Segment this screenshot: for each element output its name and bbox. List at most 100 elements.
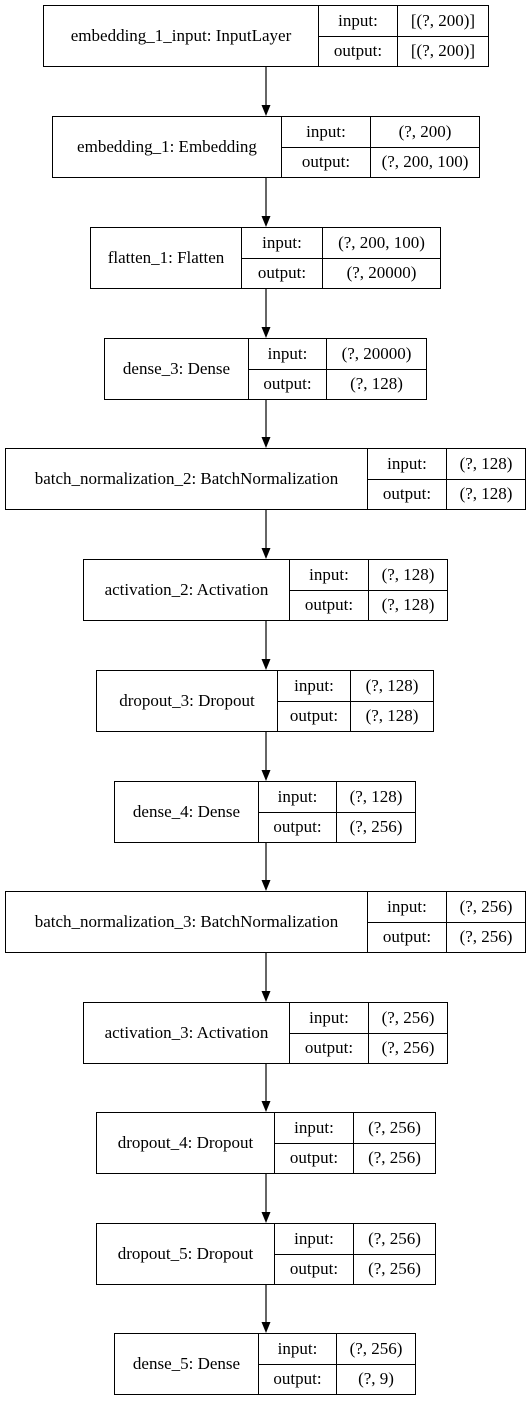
input-row: input:(?, 128) — [278, 671, 433, 701]
layer-name: dropout_4: Dropout — [97, 1113, 275, 1173]
output-shape: (?, 256) — [459, 927, 513, 947]
input-shape: (?, 128) — [459, 453, 513, 473]
input-shape: (?, 200, 100) — [338, 232, 425, 252]
input-shape: (?, 256) — [368, 1117, 421, 1137]
input-row: input: (?, 256) — [259, 1334, 415, 1364]
output-label: output: — [278, 701, 351, 731]
output-label: output: — [275, 1143, 354, 1173]
input-row: input: (?, 128) — [290, 560, 447, 590]
output-label: output: — [259, 1364, 337, 1394]
input-shape: (?, 20000) — [341, 343, 412, 363]
input-row: input:(?, 128) — [259, 782, 415, 812]
edge-arrowhead — [261, 880, 271, 891]
edge-arrowhead — [261, 437, 271, 448]
output-label: output: — [290, 590, 369, 620]
input-row: input: (?, 128) — [368, 449, 525, 479]
input-shape: [(?, 200)] — [410, 10, 476, 30]
output-shape: (?, 20000) — [346, 263, 417, 283]
output-shape: (?, 256) — [368, 1259, 421, 1279]
input-shape: (?, 128) — [381, 564, 435, 584]
input-label: input: — [275, 1224, 354, 1254]
output-label: output: — [249, 369, 327, 399]
output-row: output: (?, 128) — [249, 368, 426, 399]
input-label: input: — [282, 117, 371, 147]
layer-name: activation_2: Activation — [84, 560, 290, 620]
input-label: input: — [278, 671, 351, 701]
output-label: output: — [368, 922, 447, 952]
edge-arrowhead — [261, 991, 271, 1002]
layer-name: activation_3: Activation — [84, 1003, 290, 1063]
output-row: output: (?, 128) — [278, 700, 433, 731]
input-row: input: (?, 200, 100) — [242, 228, 440, 258]
output-shape: (?, 200, 100) — [381, 152, 469, 172]
output-shape: (?, 128) — [381, 595, 435, 615]
output-shape: (?, 128) — [350, 374, 403, 394]
output-label: output: — [259, 812, 337, 842]
input-shape: (?, 256) — [349, 1338, 403, 1358]
input-label: input: — [319, 6, 398, 36]
layer-name: batch_normalization_3: BatchNormalizatio… — [6, 892, 368, 952]
edge-arrowhead — [261, 1212, 271, 1223]
input-row: input: (?, 256) — [275, 1224, 435, 1254]
edge-arrowhead — [261, 105, 271, 116]
input-label: input: — [242, 228, 323, 258]
edge-arrowhead — [261, 548, 271, 559]
output-row: output:(?, 20000) — [242, 257, 440, 288]
input-label: input: — [368, 892, 447, 922]
output-row: output: (?, 256) — [275, 1142, 435, 1173]
input-label: input: — [259, 1334, 337, 1364]
input-label: input: — [249, 339, 327, 369]
output-shape: (?, 128) — [365, 706, 419, 726]
input-row: input:(?, 256) — [368, 892, 525, 922]
output-shape: (?, 256) — [349, 817, 403, 837]
layer-node: batch_normalization_2: BatchNormalizatio… — [5, 448, 526, 510]
output-row: output: (?, 128) — [290, 589, 447, 620]
output-label: output: — [282, 147, 371, 177]
edge-arrowhead — [261, 770, 271, 781]
edge-arrowhead — [261, 1101, 271, 1112]
layer-name: dense_3: Dense — [105, 339, 249, 399]
output-shape: (?, 256) — [381, 1038, 435, 1058]
output-row: output: [(?, 200)] — [319, 35, 488, 66]
output-shape: [(?, 200)] — [410, 41, 476, 61]
input-label: input: — [275, 1113, 354, 1143]
layer-name: flatten_1: Flatten — [91, 228, 242, 288]
layer-name: dense_4: Dense — [115, 782, 259, 842]
output-label: output: — [319, 36, 398, 66]
output-label: output: — [368, 479, 447, 509]
edge-arrowhead — [261, 327, 271, 338]
input-shape: (?, 256) — [368, 1228, 421, 1248]
output-shape: (?, 128) — [459, 484, 513, 504]
edge-arrowhead — [261, 659, 271, 670]
output-shape: (?, 256) — [368, 1148, 421, 1168]
input-shape: (?, 200) — [398, 121, 452, 141]
input-row: input: (?, 20000) — [249, 339, 426, 369]
input-row: input: (?, 200) — [282, 117, 479, 147]
input-label: input: — [259, 782, 337, 812]
layer-name: embedding_1: Embedding — [53, 117, 282, 177]
input-shape: (?, 256) — [381, 1007, 435, 1027]
layer-name: embedding_1_input: InputLayer — [44, 6, 319, 66]
input-row: input: (?, 256) — [275, 1113, 435, 1143]
output-shape: (?, 9) — [358, 1369, 394, 1389]
layer-name: dropout_3: Dropout — [97, 671, 278, 731]
output-row: output:(?, 256) — [290, 1032, 447, 1063]
input-label: input: — [368, 449, 447, 479]
output-row: output: (?, 128) — [368, 478, 525, 509]
output-row: output: (?, 200, 100) — [282, 146, 479, 177]
input-row: input: [(?, 200)] — [319, 6, 488, 36]
input-label: input: — [290, 560, 369, 590]
